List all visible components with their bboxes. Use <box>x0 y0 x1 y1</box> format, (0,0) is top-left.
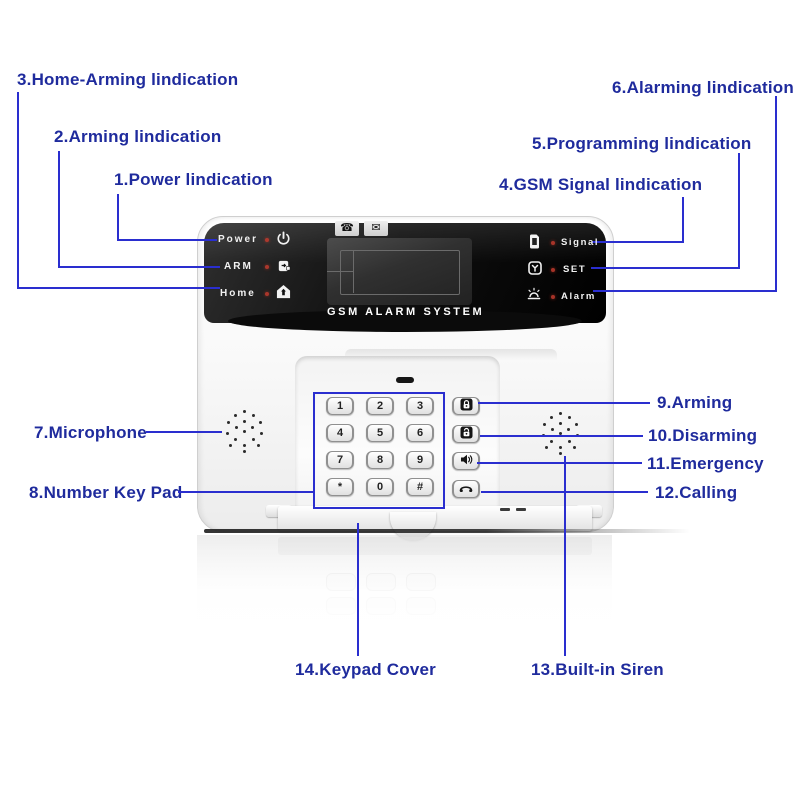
callout-line <box>477 462 642 464</box>
callout-line <box>564 456 566 656</box>
callout-line <box>117 194 119 240</box>
callout-microphone: 7.Microphone <box>34 423 147 442</box>
siren-icon <box>526 286 542 301</box>
key-3[interactable]: 3 <box>406 397 434 415</box>
callout-line <box>58 151 60 267</box>
arm-indicator-label: ARM <box>224 261 253 272</box>
callout-number-key-pad: 8.Number Key Pad <box>29 483 183 502</box>
emergency-button[interactable] <box>452 452 480 470</box>
key-1[interactable]: 1 <box>326 397 354 415</box>
cover-hinge-mark <box>500 508 510 511</box>
device-reflection <box>197 535 612 655</box>
callout-line <box>591 267 740 269</box>
key-8[interactable]: 8 <box>366 451 394 469</box>
callout-programming-indication: 5.Programming lindication <box>532 134 752 153</box>
callout-line <box>117 239 217 241</box>
calling-button[interactable] <box>452 480 480 498</box>
power-led <box>265 238 269 242</box>
key-5[interactable]: 5 <box>366 424 394 442</box>
home-icon <box>276 284 291 299</box>
alarm-indicator-label: Alarm <box>561 291 596 302</box>
message-button[interactable]: ✉ <box>364 221 388 236</box>
key-star[interactable]: * <box>326 478 354 496</box>
lock-open-icon <box>460 426 473 442</box>
device-shadow <box>204 529 690 533</box>
callout-home-arming-indication: 3.Home-Arming lindication <box>17 70 239 89</box>
speaker-icon <box>460 453 473 469</box>
home-indicator-label: Home <box>220 288 256 299</box>
lcd-segment-line <box>327 271 353 272</box>
callout-line <box>146 431 222 433</box>
mail-icon: ✉ <box>371 222 381 234</box>
callout-disarming: 10.Disarming <box>648 426 758 445</box>
arm-lock-icon <box>276 258 291 273</box>
lcd-segment-frame <box>340 250 460 295</box>
arm-led <box>265 265 269 269</box>
keypad-callout-box <box>313 392 445 509</box>
callout-line <box>592 241 684 243</box>
callout-emergency: 11.Emergency <box>647 454 764 473</box>
key-hash[interactable]: # <box>406 478 434 496</box>
callout-arming-indication: 2.Arming lindication <box>54 127 222 146</box>
phone-call-button[interactable]: ☎ <box>335 221 359 236</box>
phone-icon: ☎ <box>340 222 354 234</box>
key-4[interactable]: 4 <box>326 424 354 442</box>
callout-keypad-cover: 14.Keypad Cover <box>295 660 436 679</box>
signal-led <box>551 241 555 245</box>
callout-line <box>682 197 684 242</box>
sim-card-icon <box>529 234 540 249</box>
key-6[interactable]: 6 <box>406 424 434 442</box>
alarm-led <box>551 295 555 299</box>
callout-line <box>17 92 19 288</box>
power-indicator-label: Power <box>218 234 259 245</box>
disarming-button[interactable] <box>452 425 480 443</box>
cover-latch-slot <box>396 377 414 383</box>
lock-closed-icon <box>460 398 473 414</box>
home-led <box>265 292 269 296</box>
cover-hinge-mark <box>516 508 526 511</box>
callout-arming: 9.Arming <box>657 393 733 412</box>
lcd-segment-line <box>353 250 354 293</box>
callout-line <box>58 266 220 268</box>
callout-line <box>775 96 777 292</box>
callout-line <box>17 287 220 289</box>
callout-line <box>178 491 313 493</box>
brand-text: GSM ALARM SYSTEM <box>327 306 485 318</box>
signal-indicator-label: Signal <box>561 237 600 248</box>
set-indicator-label: SET <box>563 264 587 275</box>
callout-gsm-signal-indication: 4.GSM Signal lindication <box>499 175 703 194</box>
callout-built-in-siren: 13.Built-in Siren <box>531 660 664 679</box>
siren-grille <box>559 432 562 435</box>
set-led <box>551 268 555 272</box>
cover-notch <box>390 512 436 540</box>
callout-power-indication: 1.Power lindication <box>114 170 273 189</box>
callout-line <box>478 402 650 404</box>
callout-alarming-indication: 6.Alarming lindication <box>612 78 794 97</box>
arming-button[interactable] <box>452 397 480 415</box>
callout-line <box>593 290 777 292</box>
set-wrench-icon <box>528 261 542 275</box>
microphone-grille <box>243 430 246 433</box>
handset-icon <box>459 482 473 497</box>
lcd-display <box>327 238 472 305</box>
callout-line <box>480 435 643 437</box>
callout-calling: 12.Calling <box>655 483 738 502</box>
key-9[interactable]: 9 <box>406 451 434 469</box>
key-0[interactable]: 0 <box>366 478 394 496</box>
callout-line <box>738 153 740 269</box>
power-icon <box>276 231 291 246</box>
callout-line <box>357 523 359 656</box>
key-2[interactable]: 2 <box>366 397 394 415</box>
key-7[interactable]: 7 <box>326 451 354 469</box>
